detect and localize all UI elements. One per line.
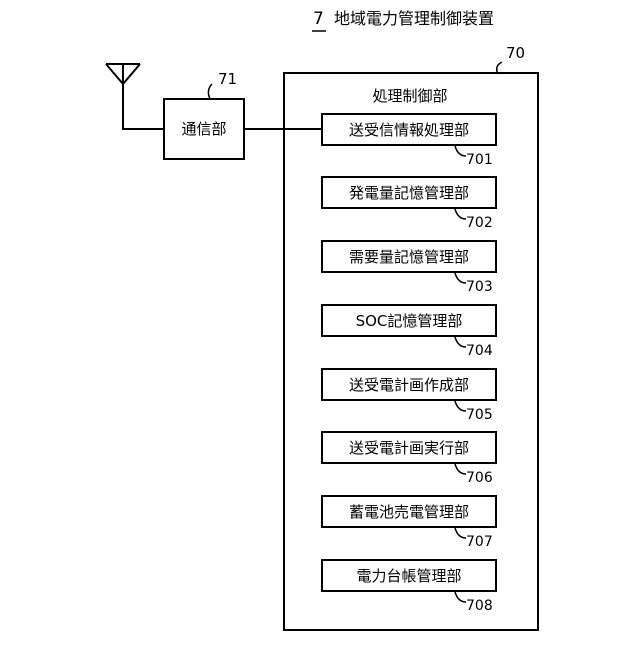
module-label: 送受電計画実行部 bbox=[349, 439, 469, 457]
module-label: 送受信情報処理部 bbox=[349, 121, 469, 139]
module-ref: 701 bbox=[466, 152, 493, 168]
module-ref: 706 bbox=[466, 470, 493, 486]
module-ref: 704 bbox=[466, 343, 493, 359]
processing-unit-ref: 70 bbox=[506, 44, 525, 62]
title-text: 地域電力管理制御装置 bbox=[334, 9, 494, 28]
module-ref: 707 bbox=[466, 534, 493, 550]
module-ref: 702 bbox=[466, 215, 493, 231]
module-label: 発電量記憶管理部 bbox=[349, 184, 469, 202]
antenna-icon bbox=[106, 64, 140, 129]
module-label: 電力台帳管理部 bbox=[356, 567, 461, 585]
comm-unit-label: 通信部 bbox=[181, 120, 226, 138]
processing-unit-box bbox=[284, 73, 538, 630]
comm-unit-ref-leader bbox=[208, 84, 212, 99]
comm-unit-ref: 71 bbox=[218, 70, 237, 88]
module-label: SOC記憶管理部 bbox=[356, 312, 463, 330]
processing-unit-label: 処理制御部 bbox=[372, 87, 447, 105]
module-ref: 705 bbox=[466, 407, 493, 423]
module-label: 需要量記憶管理部 bbox=[349, 248, 469, 266]
title-number: 7 bbox=[313, 9, 324, 29]
module-ref: 703 bbox=[466, 279, 493, 295]
module-label: 送受電計画作成部 bbox=[349, 376, 469, 394]
module-ref: 708 bbox=[466, 598, 493, 614]
module-label: 蓄電池売電管理部 bbox=[349, 503, 469, 521]
